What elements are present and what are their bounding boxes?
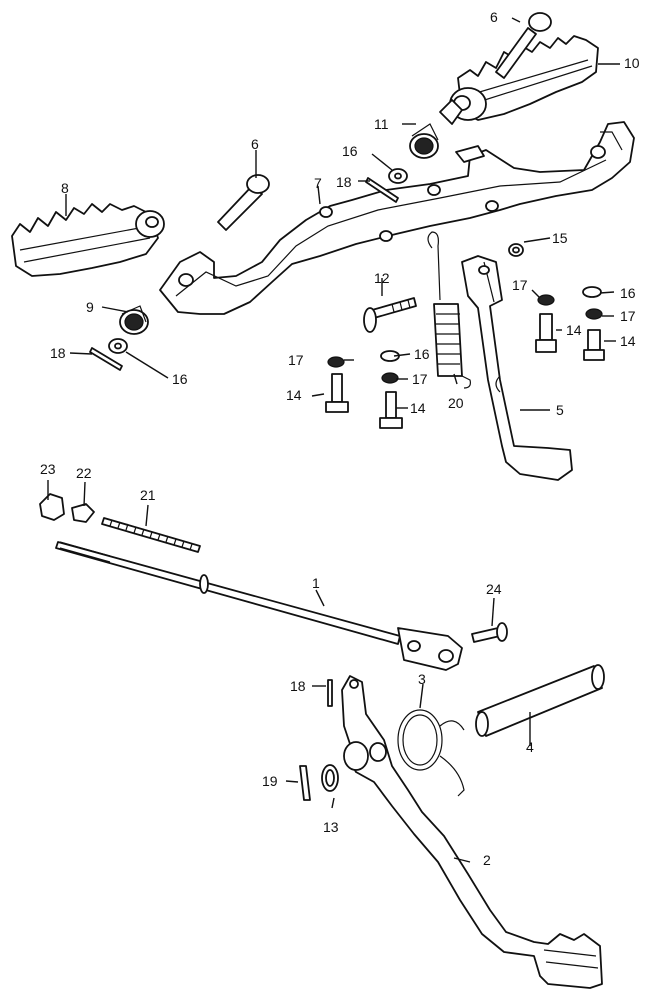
callout-14-d: 14 — [620, 333, 636, 349]
callout-16-b: 16 — [414, 346, 430, 362]
callout-22: 22 — [76, 465, 92, 481]
callout-5: 5 — [556, 402, 564, 418]
callout-7: 7 — [314, 175, 322, 191]
left-footpeg — [11, 203, 165, 277]
cotter-pin-lower — [327, 679, 333, 707]
callout-14-a: 14 — [286, 387, 302, 403]
washer-left — [108, 338, 128, 354]
brake-rod-spring — [101, 517, 201, 553]
rod-nut — [39, 493, 65, 521]
callout-11: 11 — [374, 116, 389, 132]
leader-lines — [47, 17, 620, 863]
callout-12: 12 — [374, 270, 390, 286]
footrest-bar — [159, 121, 635, 315]
rod-joint — [71, 503, 95, 523]
callout-6-left: 6 — [251, 136, 259, 152]
callout-16-c: 16 — [172, 371, 188, 387]
callout-17-b: 17 — [412, 371, 428, 387]
callout-19: 19 — [262, 773, 278, 789]
callout-14-b: 14 — [566, 322, 582, 338]
cotter-pin-left — [89, 347, 123, 371]
callout-3: 3 — [418, 671, 426, 687]
washer-upper — [388, 168, 408, 184]
brake-pedal — [341, 675, 603, 989]
clip-nut — [508, 243, 524, 257]
callout-15: 15 — [552, 230, 568, 246]
callout-10: 10 — [624, 55, 640, 71]
callout-24: 24 — [486, 581, 502, 597]
callout-2: 2 — [483, 852, 491, 868]
stand-pivot-bolt — [363, 297, 417, 333]
cotter-pin-pedal — [299, 765, 311, 801]
bolt-cluster-right — [535, 286, 605, 361]
callout-21: 21 — [140, 487, 156, 503]
callout-16-d: 16 — [620, 285, 636, 301]
right-footpeg — [439, 35, 599, 125]
callout-4: 4 — [526, 739, 534, 755]
callout-18-a: 18 — [336, 174, 352, 190]
brake-rod — [55, 541, 463, 671]
callout-6-top: 6 — [490, 9, 498, 25]
callout-17-a: 17 — [288, 352, 304, 368]
footpeg-pin-top — [495, 12, 552, 79]
callout-18-c: 18 — [290, 678, 306, 694]
bolt-cluster-left — [325, 350, 403, 429]
callout-8: 8 — [61, 180, 69, 196]
footpeg-spring-right — [409, 123, 439, 159]
callout-9: 9 — [86, 299, 94, 315]
callout-18-b: 18 — [50, 345, 66, 361]
callout-17-d: 17 — [620, 308, 636, 324]
pedal-washer — [321, 764, 339, 792]
brake-pivot-shaft — [475, 664, 605, 737]
callout-17-c: 17 — [512, 277, 528, 293]
brake-return-spring — [397, 709, 465, 797]
footpeg-spring-left — [119, 305, 149, 335]
callout-23: 23 — [40, 461, 56, 477]
footpeg-pin-left — [217, 174, 270, 231]
callout-14-c: 14 — [410, 400, 426, 416]
stand-spring — [427, 231, 471, 389]
callout-20: 20 — [448, 395, 464, 411]
callout-labels: 1 2 3 4 5 6 6 7 8 9 10 11 12 13 14 14 14… — [40, 9, 640, 868]
callout-1: 1 — [312, 575, 320, 591]
callout-16-a: 16 — [342, 143, 358, 159]
clevis-pin — [471, 622, 508, 643]
side-stand — [461, 255, 573, 481]
callout-13: 13 — [323, 819, 339, 835]
